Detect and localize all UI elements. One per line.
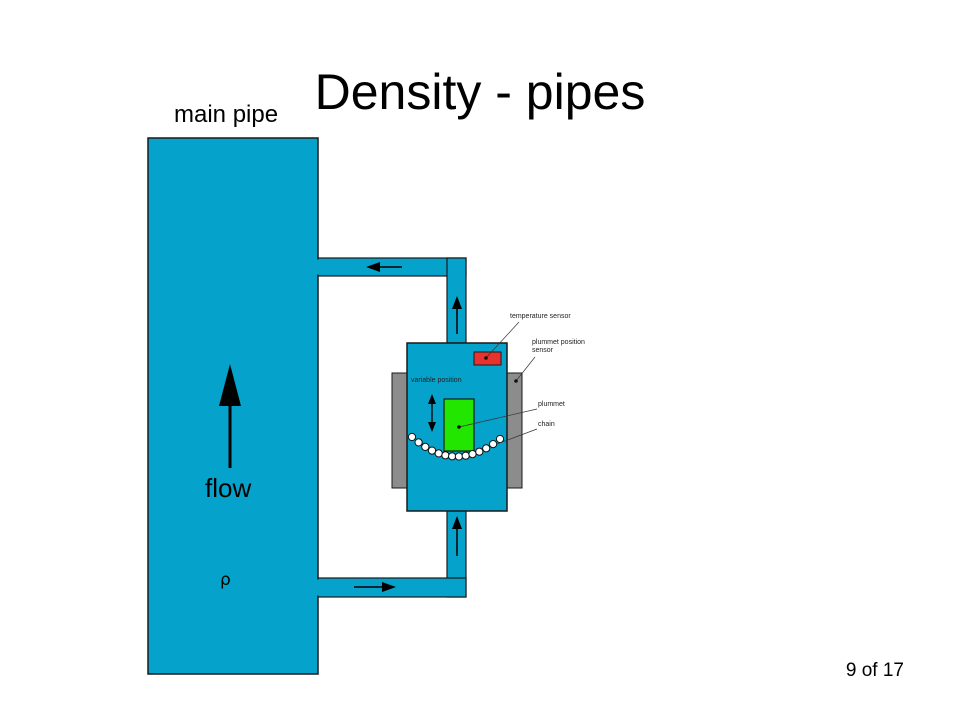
riser-arrow-upper-icon bbox=[452, 296, 462, 334]
plummet-label: plummet bbox=[538, 401, 565, 408]
riser-arrow-lower-icon bbox=[452, 516, 462, 556]
variable-position-label: variable position bbox=[411, 377, 462, 384]
chain-label: chain bbox=[538, 421, 555, 428]
chain-bead bbox=[461, 451, 470, 460]
position-sensor-label-line2: sensor bbox=[532, 347, 554, 354]
chain-bead bbox=[441, 451, 450, 460]
chain-bead bbox=[482, 444, 491, 453]
chain-bead bbox=[475, 447, 484, 456]
position-sensor-label-line1: plummet position bbox=[532, 339, 585, 346]
plummet bbox=[443, 398, 475, 452]
chain-bead bbox=[489, 440, 498, 449]
chain-bead bbox=[427, 446, 437, 455]
temperature-sensor-label: temperature sensor bbox=[510, 313, 571, 320]
chain-bead bbox=[468, 450, 477, 459]
position-sensor-right bbox=[506, 372, 523, 489]
flow-label: flow bbox=[205, 473, 251, 503]
leader-lines bbox=[458, 321, 538, 445]
chain-bead bbox=[454, 452, 463, 461]
flow-arrow-icon bbox=[219, 364, 241, 468]
density-symbol: ρ bbox=[220, 570, 231, 590]
chain-bead bbox=[448, 452, 457, 461]
supply-arrow-icon bbox=[354, 582, 396, 592]
position-sensor-marker bbox=[514, 379, 518, 383]
chain-bead bbox=[495, 434, 505, 444]
temperature-sensor-marker bbox=[484, 356, 488, 360]
variable-position-arrow-icon bbox=[428, 394, 436, 432]
main-pipe-label: main pipe bbox=[174, 101, 278, 128]
slide-title: Density - pipes bbox=[314, 64, 646, 120]
return-arrow-icon bbox=[366, 262, 402, 272]
chain-bead bbox=[434, 449, 443, 458]
page-number: 9 of 17 bbox=[845, 660, 904, 681]
chain-bead bbox=[407, 432, 417, 442]
chain-bead bbox=[414, 438, 423, 447]
position-sensor-left bbox=[391, 372, 408, 489]
chain-bead bbox=[421, 442, 430, 451]
chain bbox=[407, 432, 505, 461]
plummet-marker bbox=[457, 425, 461, 429]
